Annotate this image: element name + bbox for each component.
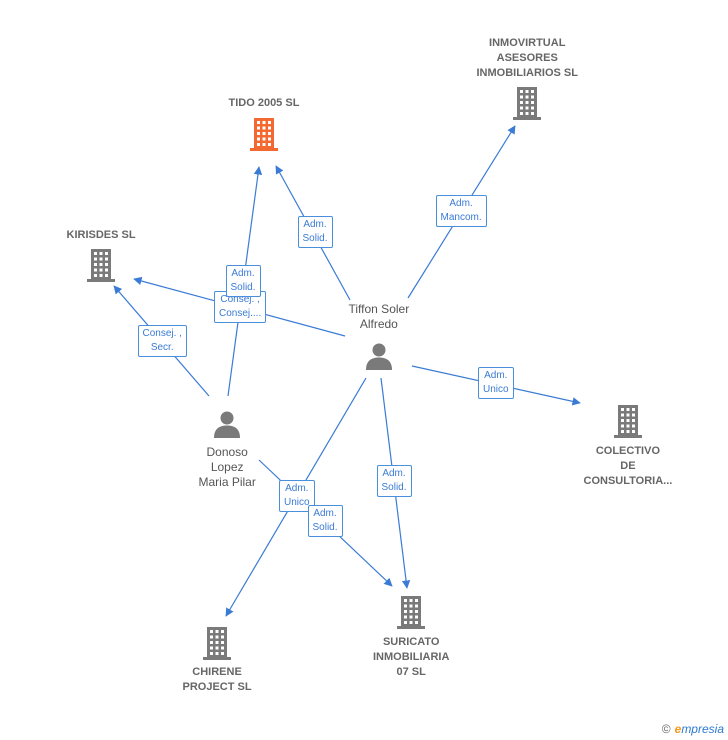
- node-tido[interactable]: [248, 116, 280, 157]
- edge-label-line: Solid.: [381, 482, 407, 493]
- copyright-symbol: ©: [661, 722, 671, 736]
- edge-label-tiffon-suricato[interactable]: Adm. Solid.: [376, 465, 412, 497]
- edge-label-tiffon-chirene[interactable]: Adm. Unico: [279, 480, 315, 512]
- edge-label-tiffon-colectivo[interactable]: Adm. Unico: [478, 367, 514, 399]
- edge-label-donoso-tido[interactable]: Adm. Solid.: [225, 265, 261, 297]
- node-suricato[interactable]: [395, 594, 427, 635]
- node-label-line: DE: [620, 460, 636, 472]
- node-label-line: CONSULTORIA...: [583, 475, 673, 487]
- node-label-line: CHIRENE: [192, 666, 242, 678]
- node-label-chirene: CHIRENE PROJECT SL: [183, 665, 252, 695]
- brand-watermark: ©empresia: [662, 722, 724, 736]
- edge-label-line: Consej. ,: [142, 328, 182, 339]
- node-donoso[interactable]: [212, 409, 242, 444]
- edge-label-line: Solid.: [230, 282, 256, 293]
- brand-logo-e: e: [674, 722, 682, 736]
- edge-label-donoso-suricato[interactable]: Adm. Solid.: [307, 505, 343, 537]
- node-chirene[interactable]: [201, 625, 233, 666]
- edge-label-tiffon-tido[interactable]: Adm. Solid.: [297, 216, 333, 248]
- node-label-line: INMOBILIARIA: [373, 651, 450, 663]
- edge-label-line: Solid.: [302, 233, 328, 244]
- edge-label-line: Adm.: [285, 483, 309, 494]
- edge-label-line: Consej....: [219, 308, 262, 319]
- node-label-line: Tiffon Soler: [348, 302, 410, 316]
- node-label-line: PROJECT SL: [182, 681, 252, 693]
- building-icon: [250, 118, 278, 151]
- edge-label-line: Solid.: [312, 522, 338, 533]
- node-label-line: SURICATO: [382, 636, 440, 648]
- edge-label-line: Secr.: [150, 342, 174, 353]
- node-label-line: Lopez: [210, 460, 244, 474]
- node-label-line: COLECTIVO: [595, 445, 660, 457]
- node-label-line: 07 SL: [396, 666, 426, 678]
- node-label-line: Donoso: [206, 445, 248, 459]
- node-label-colectivo: COLECTIVO DE CONSULTORIA...: [584, 444, 673, 489]
- node-kirisdes[interactable]: [85, 247, 117, 288]
- edge-label-line: Adm.: [449, 198, 473, 209]
- edge-label-line: Adm.: [382, 468, 406, 479]
- node-label-inmovirtual: INMOVIRTUAL ASESORES INMOBILIARIOS SL: [477, 36, 578, 81]
- node-label-line: TIDO 2005 SL: [228, 97, 300, 109]
- node-inmovirtual[interactable]: [511, 85, 543, 126]
- node-label-tido: TIDO 2005 SL: [229, 96, 300, 111]
- edge-label-line: Adm.: [313, 508, 337, 519]
- edge-label-line: Mancom.: [440, 212, 482, 223]
- person-icon: [366, 343, 392, 370]
- brand-logo-text: mpresia: [681, 722, 724, 736]
- edge-label-line: Consej. ,: [220, 294, 260, 305]
- node-label-suricato: SURICATO INMOBILIARIA 07 SL: [373, 635, 449, 680]
- edge-label-line: Adm.: [231, 268, 255, 279]
- node-label-line: ASESORES: [496, 52, 558, 64]
- edge-label-line: Adm.: [303, 219, 327, 230]
- building-icon: [203, 627, 231, 660]
- edge-label-line: Unico: [284, 497, 310, 508]
- node-tiffon[interactable]: [364, 341, 394, 376]
- building-icon: [397, 596, 425, 629]
- person-icon: [214, 411, 240, 438]
- building-icon: [513, 87, 541, 120]
- edge-label-tiffon-inmovirtual[interactable]: Adm. Mancom.: [435, 195, 487, 227]
- node-label-line: Alfredo: [359, 317, 398, 331]
- edge-label-donoso-kirisdes[interactable]: Consej. , Secr.: [137, 325, 187, 357]
- building-icon: [614, 405, 642, 438]
- node-label-line: INMOVIRTUAL: [489, 37, 566, 49]
- edge-label-line: Adm.: [484, 370, 508, 381]
- edge-label-line: Unico: [483, 384, 509, 395]
- building-icon: [87, 249, 115, 282]
- node-colectivo[interactable]: [612, 403, 644, 444]
- node-label-line: Maria Pilar: [198, 475, 256, 489]
- node-label-line: INMOBILIARIOS SL: [476, 67, 578, 79]
- node-label-line: KIRISDES SL: [66, 229, 136, 241]
- node-label-kirisdes: KIRISDES SL: [67, 228, 136, 243]
